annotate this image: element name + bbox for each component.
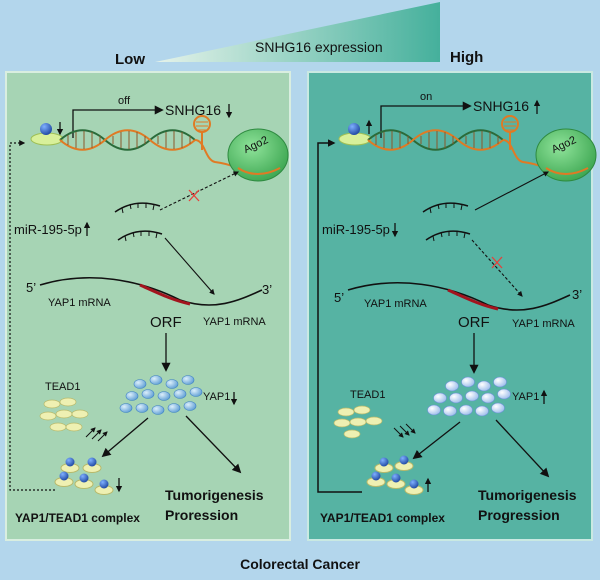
yap1-label: YAP1 bbox=[512, 391, 539, 403]
five-prime-label: 5’ bbox=[26, 280, 36, 295]
outcome-label-1: Tumorigenesis bbox=[165, 487, 264, 503]
lncrna-loop bbox=[501, 115, 519, 133]
yap1-mrna-strand bbox=[39, 277, 263, 306]
outcome-label-2: Proression bbox=[165, 507, 238, 523]
sponge-arrow bbox=[474, 171, 549, 211]
yap1-label: YAP1 bbox=[203, 391, 230, 403]
dna-strand bbox=[367, 129, 504, 151]
outcome-label-1: Tumorigenesis bbox=[478, 487, 577, 503]
complex-formation-arrow bbox=[412, 421, 461, 460]
mirna-icon bbox=[422, 202, 471, 242]
blocked-target-arrow bbox=[471, 239, 523, 297]
diagram-footer-title: Colorectal Cancer bbox=[240, 556, 360, 572]
transcription-factor-ball bbox=[40, 123, 52, 135]
lncrna-loop bbox=[193, 115, 211, 133]
lncrna-in-ago2 bbox=[237, 167, 281, 175]
ago2-protein bbox=[535, 128, 597, 182]
outcome-label-2: Progression bbox=[478, 507, 560, 523]
snhg16-label: SNHG16 bbox=[165, 102, 221, 118]
blocked-sponge-arrow bbox=[159, 171, 239, 211]
three-prime-label: 3’ bbox=[572, 287, 582, 302]
tead1-label: TEAD1 bbox=[350, 389, 385, 401]
dna-strand bbox=[59, 129, 196, 151]
right-panel-content: on SNHG16 Ago2 miR-195-5p 5’ bbox=[317, 91, 597, 525]
tead1-protein-cluster bbox=[333, 405, 383, 439]
yap1-protein-cluster bbox=[119, 375, 203, 415]
yap1-mrna-strand bbox=[347, 282, 571, 311]
binding-arrows-icon bbox=[393, 423, 416, 438]
complex-label: YAP1/TEAD1 complex bbox=[15, 511, 140, 525]
mirna-target-arrow bbox=[164, 237, 215, 295]
yap1-tead1-complex bbox=[366, 455, 424, 495]
transcription-factor-ball bbox=[348, 123, 360, 135]
left-panel-content: off SNHG16 Ago2 miR-195-5p bbox=[9, 95, 289, 525]
orf-label: ORF bbox=[458, 314, 490, 331]
lncrna-in-ago2 bbox=[545, 167, 589, 175]
complex-label: YAP1/TEAD1 complex bbox=[320, 511, 445, 525]
yap1-protein-cluster bbox=[427, 376, 511, 417]
dna-strand bbox=[59, 129, 196, 151]
mirna-label: miR-195-5p bbox=[322, 222, 390, 237]
orf-label: ORF bbox=[150, 314, 182, 331]
progression-arrow bbox=[185, 415, 242, 474]
complex-formation-arrow bbox=[101, 417, 149, 458]
transcription-arrow bbox=[380, 101, 472, 138]
five-prime-label: 5’ bbox=[334, 290, 344, 305]
transcription-arrow bbox=[72, 105, 164, 138]
three-prime-label: 3’ bbox=[262, 282, 272, 297]
on-label: on bbox=[420, 91, 432, 103]
block-cross-icon bbox=[188, 189, 200, 202]
yap1-mrna-label-2: YAP1 mRNA bbox=[512, 318, 575, 330]
high-label: High bbox=[450, 49, 483, 66]
feedback-loop-solid bbox=[317, 139, 362, 493]
mirna-label: miR-195-5p bbox=[14, 222, 82, 237]
yap1-mrna-label: YAP1 mRNA bbox=[364, 298, 427, 310]
yap1-mrna-label: YAP1 mRNA bbox=[48, 297, 111, 309]
yap1-tead1-complex bbox=[54, 457, 114, 495]
block-cross-icon bbox=[491, 256, 503, 269]
orf-region bbox=[447, 288, 499, 311]
progression-arrow bbox=[495, 419, 550, 478]
orf-region bbox=[139, 283, 191, 306]
dna-strand bbox=[367, 129, 504, 151]
tead1-protein-cluster bbox=[39, 397, 89, 432]
yap1-mrna-label-2: YAP1 mRNA bbox=[203, 316, 266, 328]
snhg16-label: SNHG16 bbox=[473, 98, 529, 114]
expression-label: SNHG16 expression bbox=[255, 39, 383, 55]
expression-gradient-wedge bbox=[155, 2, 440, 62]
mirna-icon bbox=[114, 202, 163, 242]
tead1-label: TEAD1 bbox=[45, 381, 80, 393]
low-label: Low bbox=[115, 51, 145, 68]
binding-arrows-icon bbox=[85, 427, 108, 442]
ago2-protein bbox=[227, 128, 289, 182]
off-label: off bbox=[118, 95, 131, 107]
